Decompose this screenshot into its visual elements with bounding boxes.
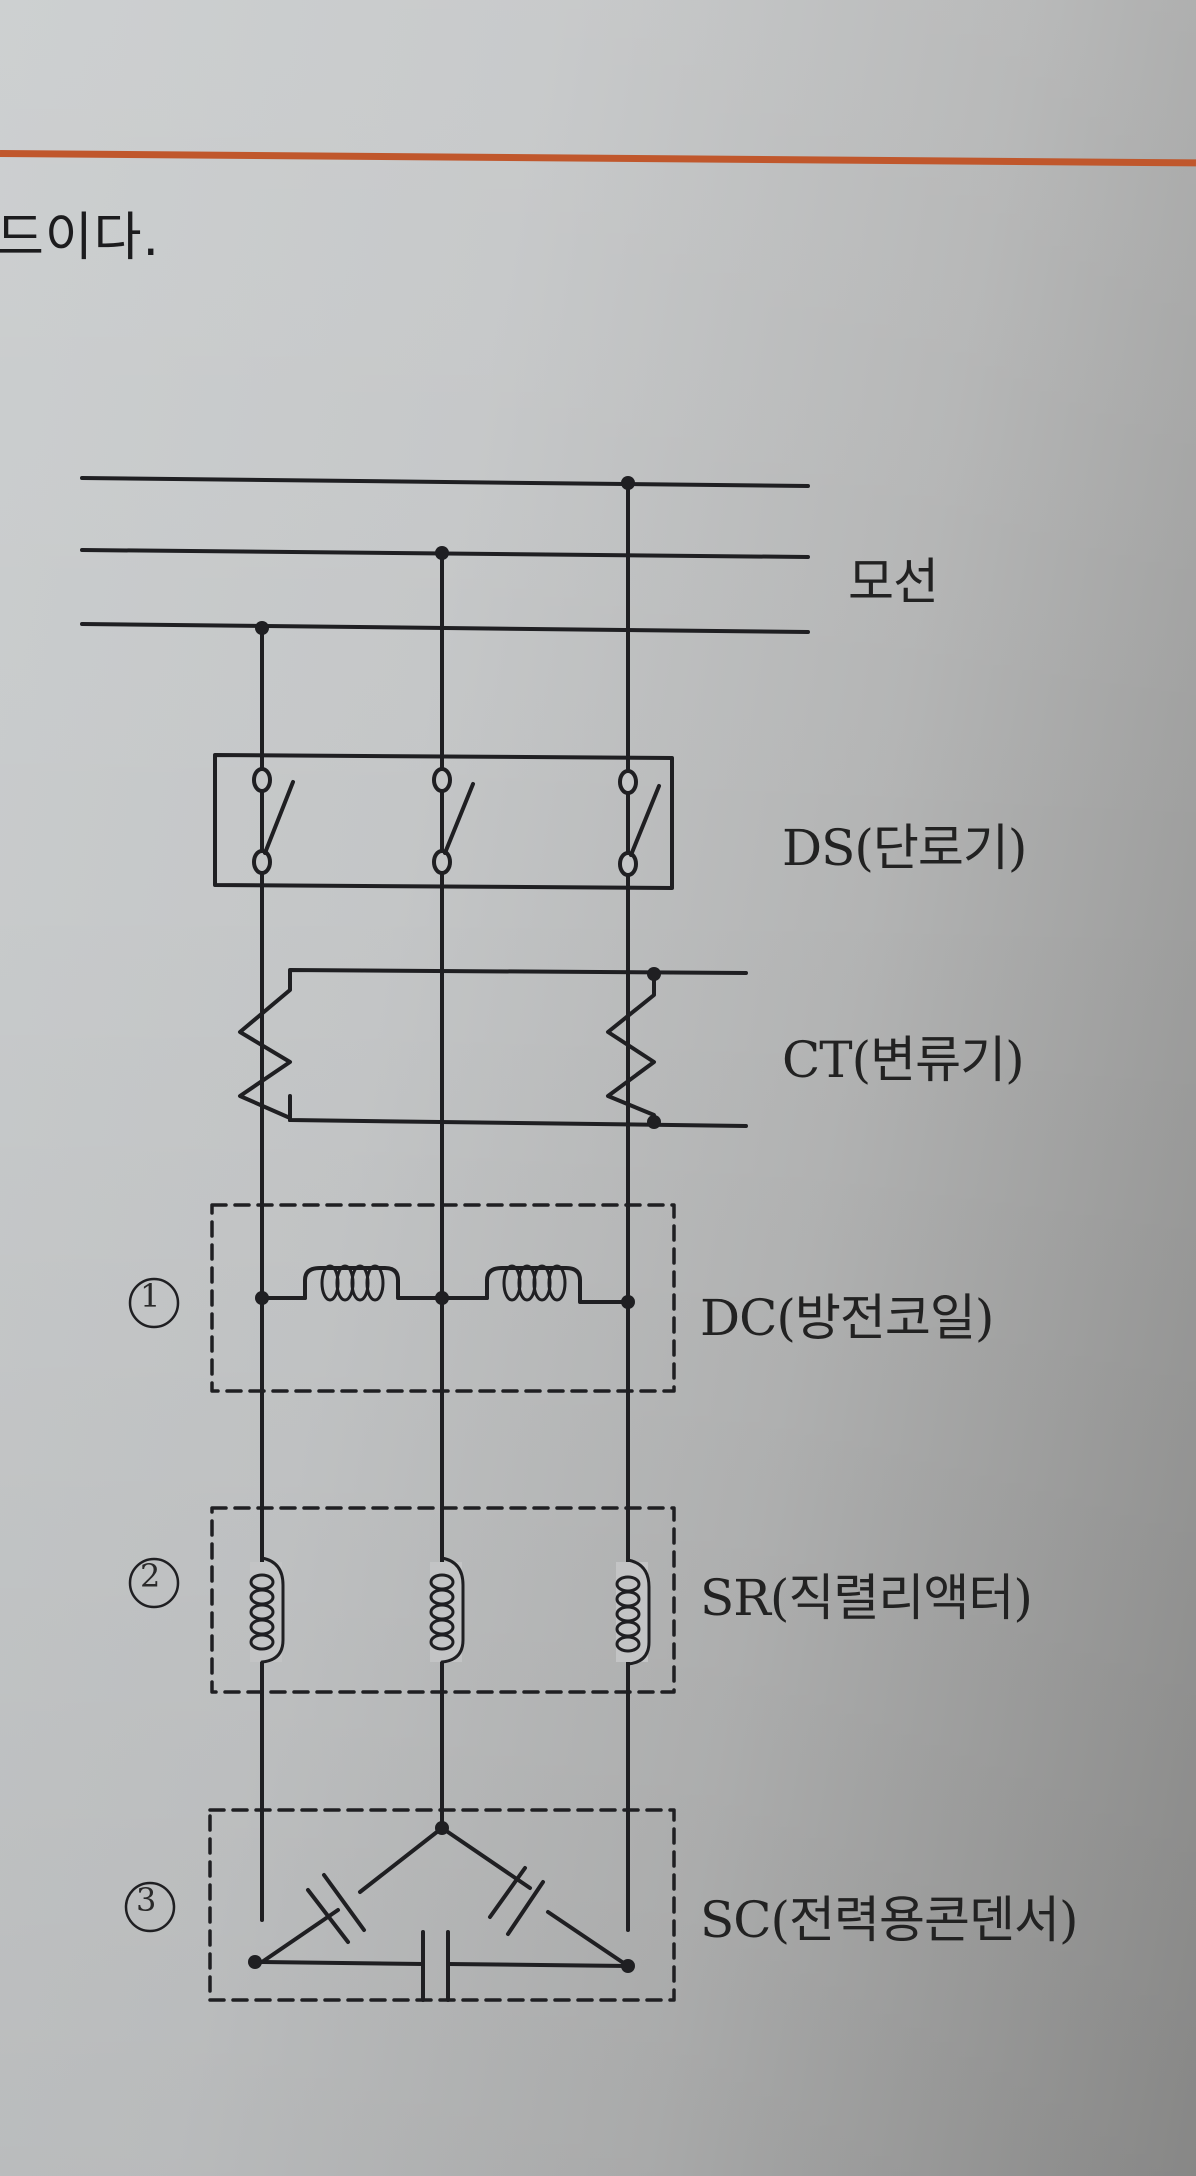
ct-junction-dots <box>647 967 661 1129</box>
marker-2: ②2 <box>140 1557 161 1595</box>
discharge-coil-dc <box>210 1203 676 1393</box>
marker-1: ①1 <box>140 1277 161 1315</box>
sc-junction-dots <box>248 1821 635 1973</box>
marker-3: ③3 <box>136 1881 157 1919</box>
sr-label: SR(직렬리액터) <box>700 1569 1033 1627</box>
ds-label: DS(단로기) <box>782 819 1027 877</box>
dc-label: DC(방전코일) <box>700 1289 994 1347</box>
power-capacitor-sc <box>208 1808 676 2002</box>
current-transformer-ct <box>238 968 748 1128</box>
circled-number-markers <box>124 1277 180 1933</box>
bus-tap-dots <box>255 476 635 635</box>
dc-junction-dots <box>255 1291 635 1309</box>
series-reactor-sr <box>210 1506 676 1694</box>
bus-label: 모선 <box>848 553 939 611</box>
ct-label: CT(변류기) <box>782 1031 1025 1089</box>
sc-label: SC(전력용콘덴서) <box>700 1891 1079 1949</box>
disconnect-switch-ds <box>213 753 674 890</box>
heading-text-fragment: 드이다. <box>0 208 161 268</box>
